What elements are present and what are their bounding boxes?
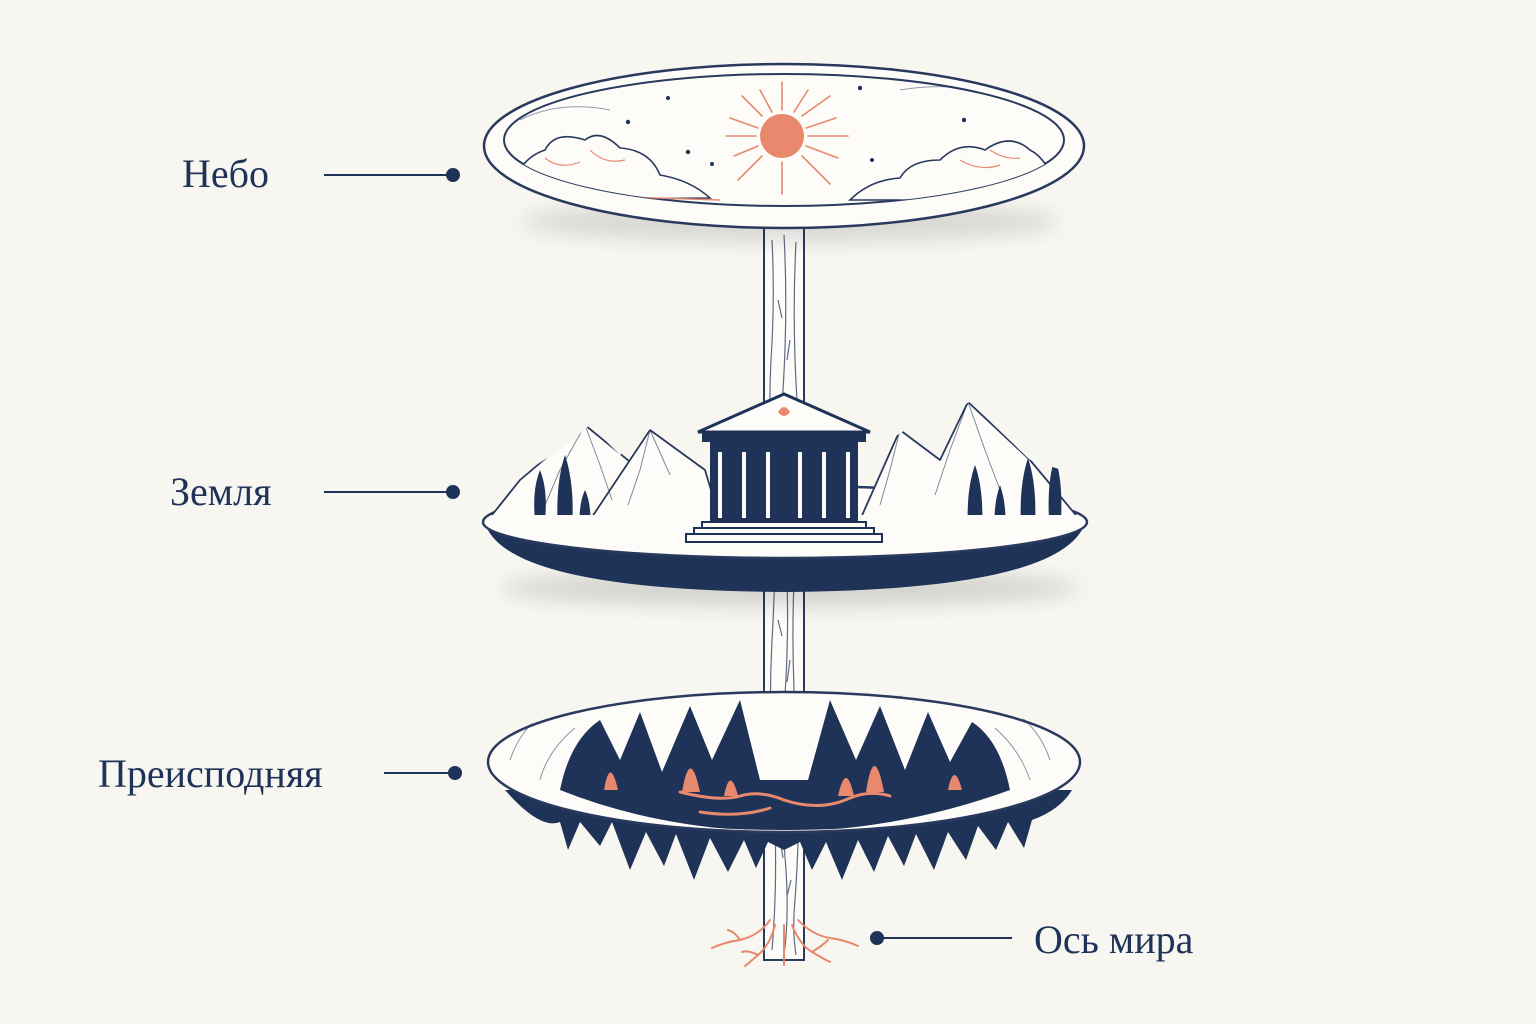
flame-icon <box>604 766 962 796</box>
cypress-tree-icon <box>534 455 1062 515</box>
roots-icon <box>711 919 859 967</box>
label-underworld: Преисподняя <box>98 751 323 796</box>
earth-realm <box>481 392 1089 606</box>
label-sky: Небо <box>182 151 269 196</box>
label-earth: Земля <box>170 469 272 514</box>
star-icon <box>625 85 967 166</box>
sun-icon <box>725 81 849 195</box>
temple-icon <box>685 392 883 543</box>
underworld-realm <box>486 690 1082 880</box>
leader-lines <box>324 168 1012 945</box>
label-world-axis: Ось мира <box>1034 917 1194 962</box>
sky-realm <box>482 62 1086 242</box>
lava-river-icon <box>678 790 892 816</box>
